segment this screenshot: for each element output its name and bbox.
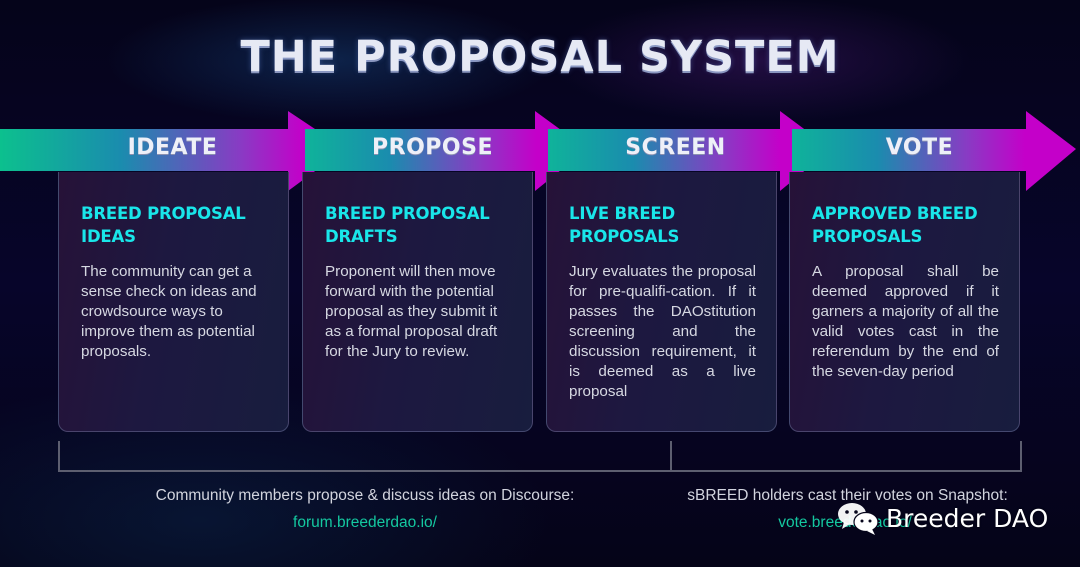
card-title: BREED PROPOSAL IDEAS xyxy=(81,202,268,248)
discourse-link[interactable]: forum.breederdao.io/ xyxy=(293,514,437,531)
stage-card-screen: LIVE BREED PROPOSALS Jury evaluates the … xyxy=(546,172,777,432)
arrow-shape-icon xyxy=(0,111,345,191)
card-description: A proposal shall be deemed approved if i… xyxy=(812,263,999,380)
bracket-left-vertical xyxy=(58,441,60,471)
stage-card-vote: APPROVED BREED PROPOSALS A proposal shal… xyxy=(789,172,1020,432)
wechat-icon xyxy=(838,503,879,535)
stage-label: PROPOSE xyxy=(372,135,493,160)
arrow-shape-icon xyxy=(548,111,831,191)
snapshot-caption: sBREED holders cast their votes on Snaps… xyxy=(687,487,1008,504)
card-title-line: BREED PROPOSAL xyxy=(81,204,246,223)
card-title: APPROVED BREED PROPOSALS xyxy=(812,202,999,248)
stage-label: IDEATE xyxy=(127,135,218,160)
card-description: Jury evaluates the proposal for pre-qual… xyxy=(569,263,756,400)
stage-arrow-ideate: IDEATE xyxy=(0,111,345,191)
bracket-horizontal xyxy=(58,470,1022,472)
stage-arrow-screen: SCREEN xyxy=(548,111,831,191)
watermark-text: Breeder DAO xyxy=(886,503,1049,533)
card-description: The community can get a sense check on i… xyxy=(81,263,257,360)
page-title: THE PROPOSAL SYSTEM xyxy=(240,32,840,82)
arrow-shape-icon xyxy=(305,111,587,191)
card-title: BREED PROPOSAL DRAFTS xyxy=(325,202,512,248)
stage-arrow-propose: PROPOSE xyxy=(305,111,587,191)
card-title-line: IDEAS xyxy=(81,227,136,246)
stage-label: SCREEN xyxy=(625,135,726,160)
card-title-line: DRAFTS xyxy=(325,227,398,246)
card-description: Proponent will then move forward with th… xyxy=(325,263,498,360)
bracket-right-vertical xyxy=(1020,441,1022,471)
card-title-line: PROPOSALS xyxy=(812,227,923,246)
stage-label: VOTE xyxy=(885,135,954,160)
card-title: LIVE BREED PROPOSALS xyxy=(569,202,756,248)
stage-card-ideate: BREED PROPOSAL IDEAS The community can g… xyxy=(58,172,289,432)
card-title-line: APPROVED BREED xyxy=(812,204,978,223)
watermark: Breeder DAO xyxy=(836,500,1048,536)
discourse-caption: Community members propose & discuss idea… xyxy=(155,487,575,504)
card-title-line: PROPOSALS xyxy=(569,227,680,246)
stage-card-propose: BREED PROPOSAL DRAFTS Proponent will the… xyxy=(302,172,533,432)
card-title-line: BREED PROPOSAL xyxy=(325,204,490,223)
stage-arrow-vote: VOTE xyxy=(792,111,1080,191)
bracket-middle-divider xyxy=(670,441,672,471)
arrow-shape-icon xyxy=(792,111,1076,191)
card-title-line: LIVE BREED xyxy=(569,204,675,223)
